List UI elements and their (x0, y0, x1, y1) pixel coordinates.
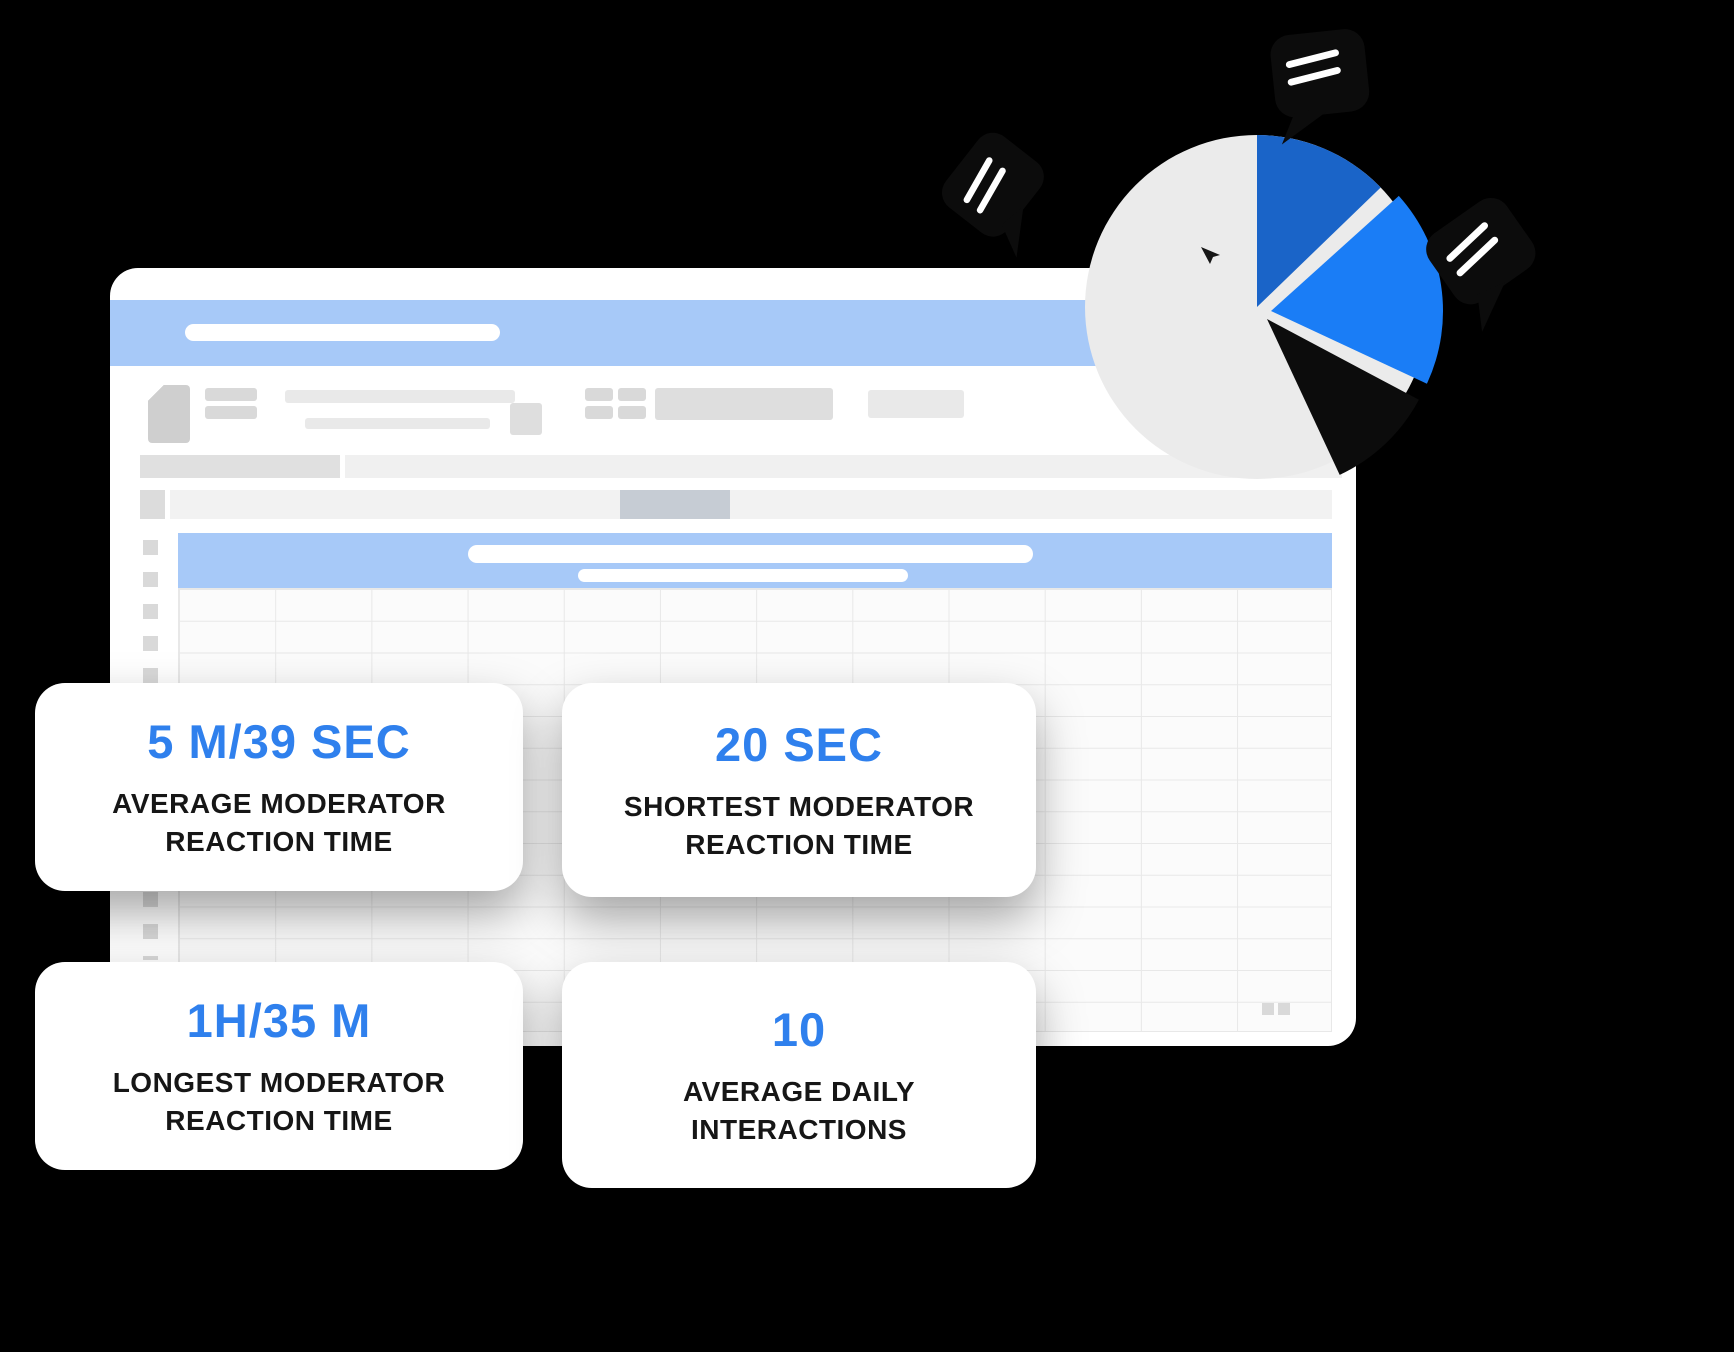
scrollbar-handle (1278, 1003, 1290, 1015)
toolbar-placeholder (618, 406, 646, 419)
chat-bubble-icon (1270, 29, 1370, 145)
pie-segment-bright-blue (1271, 195, 1444, 384)
toolbar-placeholder (868, 390, 964, 418)
banner-text-placeholder (468, 545, 1033, 563)
toolbar-placeholder (510, 403, 542, 435)
toolbar-placeholder (585, 388, 613, 401)
toolbar-placeholder (305, 418, 490, 429)
spreadsheet-title-placeholder (185, 324, 500, 341)
name-box-placeholder (140, 490, 165, 519)
menubar-placeholder (140, 455, 340, 478)
toolbar-placeholder (655, 388, 833, 420)
stat-value: 1H/35 M (186, 993, 372, 1047)
stat-value: 20 SEC (715, 717, 883, 771)
toolbar-placeholder (285, 390, 515, 403)
pie-chart (1085, 135, 1444, 479)
stat-card-average-daily-interactions: 10 AVERAGE DAILY INTERACTIONS (562, 962, 1036, 1188)
stat-card-longest-reaction-time: 1H/35 M LONGEST MODERATOR REACTION TIME (35, 962, 523, 1170)
chat-bubble-icon (941, 132, 1044, 258)
header-row-banner (178, 533, 1332, 588)
pie-segment-black (1267, 319, 1419, 475)
stat-value: 10 (771, 1002, 827, 1056)
stat-label: AVERAGE DAILY INTERACTIONS (682, 1075, 916, 1145)
scrollbar-handle (1262, 1003, 1274, 1015)
banner-text-placeholder (578, 569, 908, 582)
cursor-icon (1201, 247, 1220, 264)
stat-value: 5 M/39 SEC (147, 714, 411, 768)
selected-cell-placeholder (620, 490, 730, 519)
chat-bubble-icon (1426, 197, 1536, 332)
stat-label: AVERAGE MODERATOR REACTION TIME (112, 787, 446, 857)
stat-label: LONGEST MODERATOR REACTION TIME (112, 1066, 446, 1136)
toolbar-placeholder (205, 406, 257, 419)
formula-bar-placeholder (170, 490, 1332, 519)
menubar-placeholder (345, 455, 1342, 478)
stat-label: SHORTEST MODERATOR REACTION TIME (623, 790, 975, 860)
stat-card-shortest-reaction-time: 20 SEC SHORTEST MODERATOR REACTION TIME (562, 683, 1036, 897)
pie-segment-dark-blue (1257, 135, 1381, 307)
sheet-file-icon (148, 385, 190, 443)
toolbar-placeholder (618, 388, 646, 401)
toolbar-placeholder (205, 388, 257, 401)
toolbar-placeholder (585, 406, 613, 419)
stat-card-average-reaction-time: 5 M/39 SEC AVERAGE MODERATOR REACTION TI… (35, 683, 523, 891)
